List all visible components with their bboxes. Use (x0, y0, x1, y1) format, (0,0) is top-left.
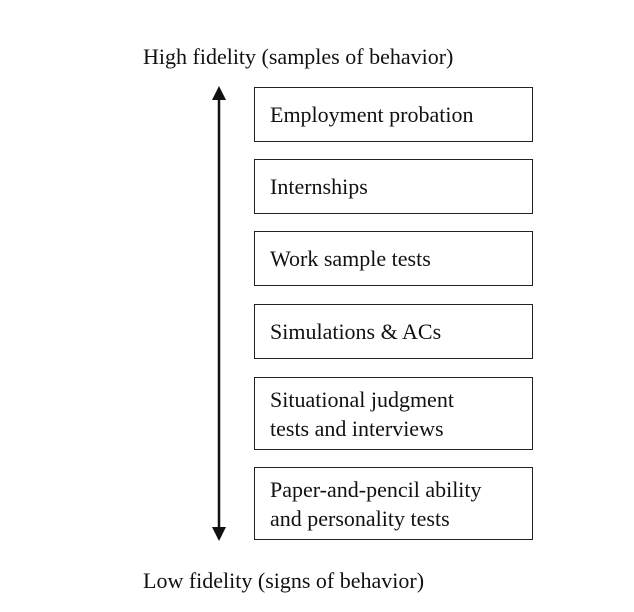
method-box-employment-probation: Employment probation (254, 87, 533, 142)
high-fidelity-label: High fidelity (samples of behavior) (143, 44, 454, 69)
method-box-line: Internships (270, 174, 368, 199)
method-box-situational-judgment: Situational judgment tests and interview… (254, 377, 533, 450)
method-box-line: Employment probation (270, 102, 474, 127)
method-box-work-sample-tests: Work sample tests (254, 231, 533, 286)
arrow-head-up (212, 86, 226, 100)
method-box-simulations: Simulations & ACs (254, 304, 533, 359)
arrow-head-down (212, 527, 226, 541)
method-box-line: and personality tests (270, 505, 450, 531)
method-box-internships: Internships (254, 159, 533, 214)
method-box-line: Simulations & ACs (270, 319, 442, 344)
low-fidelity-label: Low fidelity (signs of behavior) (143, 568, 425, 593)
method-box-line: tests and interviews (270, 415, 444, 441)
method-box-line: Work sample tests (270, 246, 431, 271)
method-box-paper-and-pencil: Paper-and-pencil ability and personality… (254, 467, 533, 540)
method-box-line: Paper-and-pencil ability (270, 476, 482, 502)
method-box-line: Situational judgment (270, 386, 454, 412)
